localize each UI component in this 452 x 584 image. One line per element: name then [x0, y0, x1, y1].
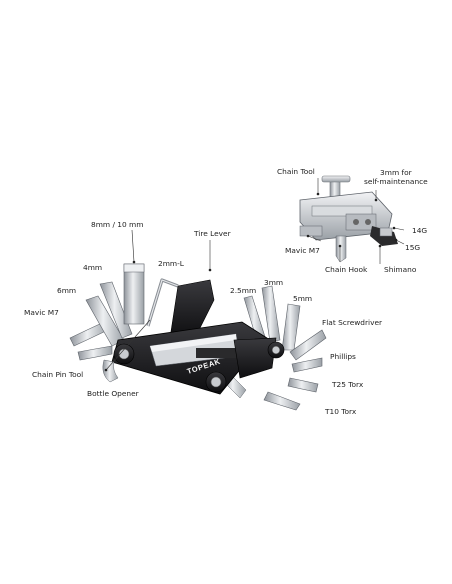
label-chain-hook: Chain Hook	[325, 265, 368, 274]
label-hex-8-10: 8mm / 10 mm	[91, 220, 144, 229]
label-chain-tool: Chain Tool	[277, 167, 315, 176]
leader-lines	[105, 178, 405, 371]
label-shimano: Shimano	[384, 265, 417, 274]
label-hex-2-5: 2.5mm	[230, 286, 257, 295]
label-bottle-opener: Bottle Opener	[87, 389, 139, 398]
label-chain-pin-tool: Chain Pin Tool	[32, 370, 84, 379]
label-hex-5: 5mm	[293, 294, 313, 303]
chain-tool-assembly	[299, 175, 398, 263]
label-15g: 15G	[405, 243, 421, 252]
label-phillips: Phillips	[330, 352, 356, 361]
label-hex-3: 3mm	[264, 278, 284, 287]
tool-body	[102, 321, 285, 395]
label-mavic-m7-left: Mavic M7	[24, 308, 59, 317]
label-t10-torx: T10 Torx	[325, 407, 357, 416]
label-tire-lever: Tire Lever	[194, 229, 231, 238]
label-t25-torx: T25 Torx	[332, 380, 364, 389]
left-tool-fan	[69, 263, 215, 361]
label-flat-screwdriver: Flat Screwdriver	[322, 318, 383, 327]
label-mavic-m7-top: Mavic M7	[285, 246, 320, 255]
right-tool-fan	[221, 285, 327, 411]
label-hex-2l: 2mm-L	[158, 259, 184, 268]
label-self-maintenance: 3mm for self-maintenance	[364, 168, 428, 186]
leader-dots	[104, 192, 398, 372]
label-hex-6: 6mm	[57, 286, 77, 295]
label-14g: 14G	[412, 226, 428, 235]
label-hex-4: 4mm	[83, 263, 103, 272]
